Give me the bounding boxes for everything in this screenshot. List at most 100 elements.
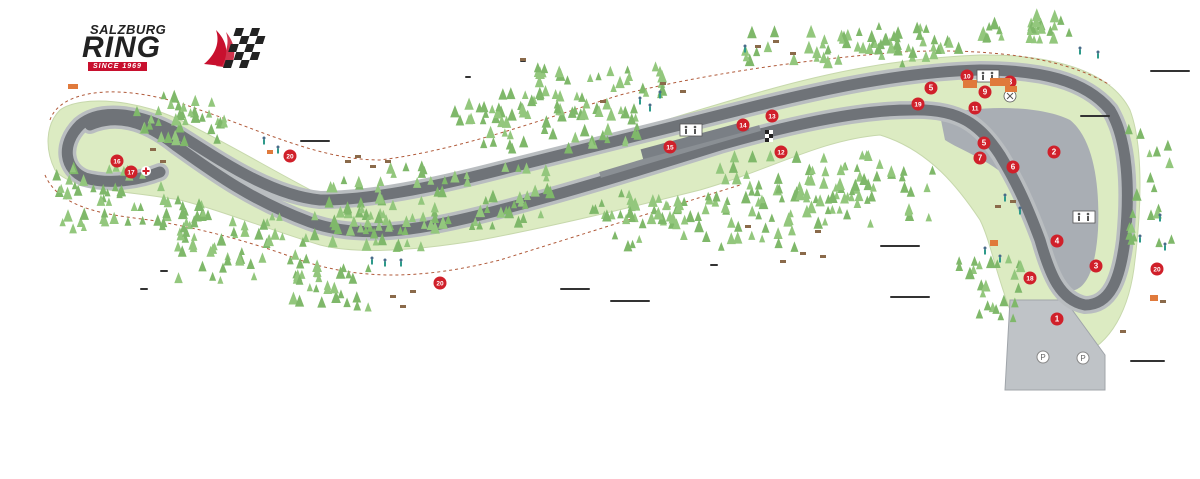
tree-icon — [815, 194, 825, 207]
tree-icon — [1005, 254, 1013, 264]
tree-icon — [163, 131, 173, 143]
tree-icon — [177, 206, 188, 220]
tree-icon — [187, 108, 194, 117]
tree-icon — [1152, 145, 1162, 157]
tree-icon — [501, 128, 509, 137]
poi-marker[interactable]: 20 — [1150, 262, 1164, 276]
tree-icon — [430, 221, 440, 234]
tree-icon — [541, 84, 550, 97]
tree-icon — [175, 107, 185, 121]
poi-marker[interactable]: 9 — [978, 85, 992, 99]
tree-icon — [450, 104, 460, 118]
tree-icon — [742, 52, 750, 62]
spectator-icon — [743, 44, 747, 53]
tree-icon — [804, 40, 814, 54]
tree-icon — [206, 245, 215, 257]
tree-icon — [731, 171, 742, 185]
poi-marker[interactable]: 2 — [1047, 145, 1061, 159]
poi-marker-dot — [1050, 234, 1064, 248]
poi-marker[interactable]: 13 — [765, 109, 779, 123]
poi-marker[interactable]: 19 — [911, 97, 925, 111]
tree-icon — [573, 91, 581, 101]
poi-marker[interactable]: 17 — [124, 165, 138, 179]
poi-marker[interactable]: 5 — [924, 81, 938, 95]
cow-icon — [345, 160, 351, 163]
tree-icon — [1167, 234, 1176, 244]
poi-marker[interactable]: 10 — [960, 69, 974, 83]
poi-marker[interactable]: 15 — [663, 140, 677, 154]
poi-marker-label: 19 — [914, 102, 922, 109]
tree-icon — [611, 230, 619, 240]
tree-icon — [182, 207, 189, 216]
tree-icon — [463, 176, 472, 187]
tree-icon — [758, 194, 766, 204]
tree-icon — [59, 218, 66, 227]
tree-icon — [606, 65, 615, 77]
tree-icon — [213, 133, 221, 144]
tree-icon — [755, 179, 763, 190]
tree-icon — [867, 218, 874, 228]
poi-marker[interactable]: 12 — [774, 145, 788, 159]
terrain-marks — [140, 60, 1190, 362]
tree-icon — [485, 125, 496, 139]
poi-marker[interactable]: 4 — [1050, 234, 1064, 248]
perimeter-fence — [44, 174, 741, 276]
tree-icon — [981, 279, 991, 292]
poi-marker[interactable]: 20 — [433, 276, 447, 290]
cow-icon — [520, 58, 526, 61]
tree-icon — [819, 152, 828, 163]
spectator-icon — [658, 90, 662, 99]
poi-marker[interactable]: 5 — [977, 136, 991, 150]
tree-icon — [207, 123, 216, 135]
tree-icon — [179, 221, 188, 233]
tree-icon — [878, 50, 886, 60]
tree-icon — [647, 194, 658, 207]
tree-icon — [157, 131, 166, 143]
poi-marker[interactable]: 3 — [1089, 259, 1103, 273]
tree-icon — [955, 256, 963, 265]
tree-icon — [945, 36, 954, 48]
tree-icon — [1057, 15, 1065, 25]
tree-icon — [608, 209, 616, 220]
tree-icon — [904, 205, 913, 216]
poi-marker[interactable]: 20 — [283, 149, 297, 163]
tree-icon — [680, 196, 688, 207]
tree-icon — [840, 191, 849, 204]
poi-marker[interactable]: 1 — [1050, 312, 1064, 326]
poi-marker[interactable]: 7 — [973, 151, 987, 165]
poi-marker[interactable]: 16 — [110, 154, 124, 168]
tree-icon — [220, 117, 228, 128]
poi-marker-label: 2 — [1052, 148, 1057, 157]
poi-marker-label: 14 — [739, 123, 747, 130]
tree-icon — [761, 222, 770, 233]
poi-marker[interactable]: 14 — [736, 118, 750, 132]
tree-icon — [369, 227, 379, 239]
poi-marker[interactable]: 11 — [968, 101, 982, 115]
tree-icon — [729, 150, 740, 163]
cow-icon — [773, 40, 779, 43]
tree-icon — [778, 194, 785, 203]
poi-marker-label: 5 — [982, 139, 987, 148]
poi-marker[interactable]: 18 — [1023, 271, 1037, 285]
tree-icon — [174, 241, 182, 252]
tree-icon — [489, 137, 498, 147]
tree-icon — [789, 53, 799, 66]
spectator-icon — [1018, 206, 1022, 215]
poi-marker[interactable]: 6 — [1006, 160, 1020, 174]
tree-icon — [511, 200, 518, 209]
poi-marker-label: 6 — [1011, 163, 1016, 172]
tree-icon — [365, 263, 372, 273]
tree-icon — [153, 214, 163, 226]
tree-icon — [843, 209, 852, 220]
tree-icon — [662, 200, 670, 211]
tree-icon — [179, 200, 187, 211]
tree-icon — [311, 210, 319, 221]
poi-marker-label: 7 — [978, 154, 983, 163]
tree-icon — [340, 175, 348, 185]
tree-icon — [540, 63, 549, 74]
poi-marker-label: 18 — [1026, 276, 1034, 283]
tree-icon — [489, 221, 496, 230]
tree-icon — [1132, 188, 1142, 201]
tree-icon — [790, 241, 799, 252]
tree-icon — [160, 91, 167, 100]
